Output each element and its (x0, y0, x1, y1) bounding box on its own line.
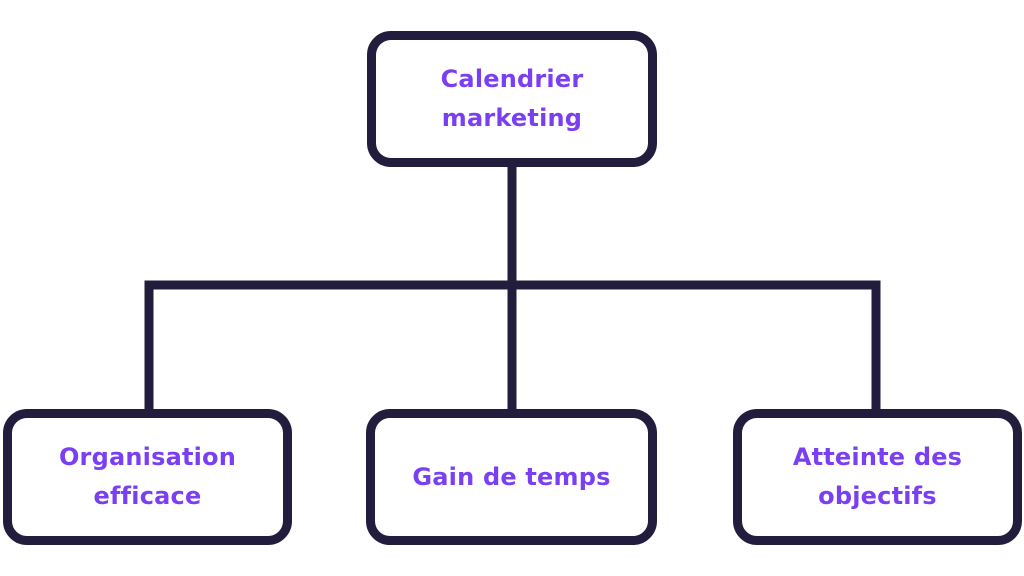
child-node-label: Gain de temps (412, 458, 610, 497)
child-node-label: Atteinte des objectifs (793, 438, 962, 516)
child-node-gain-de-temps: Gain de temps (366, 409, 657, 545)
root-node-calendrier-marketing: Calendrier marketing (367, 31, 657, 167)
child-node-label-line1: Gain de temps (412, 462, 611, 491)
child-node-label: Organisation efficace (59, 438, 236, 516)
root-node-label-line1: Calendrier (440, 65, 584, 93)
child-node-label-line2: efficace (93, 482, 202, 510)
root-node-label: Calendrier marketing (441, 60, 584, 138)
child-node-label-line1: Organisation (58, 443, 237, 471)
child-node-label-line1: Atteinte des (792, 443, 963, 471)
root-node-label-line2: marketing (441, 104, 583, 132)
child-node-label-line2: objectifs (818, 482, 937, 510)
child-node-atteinte-des-objectifs: Atteinte des objectifs (733, 409, 1022, 545)
child-node-organisation-efficace: Organisation efficace (3, 409, 292, 545)
